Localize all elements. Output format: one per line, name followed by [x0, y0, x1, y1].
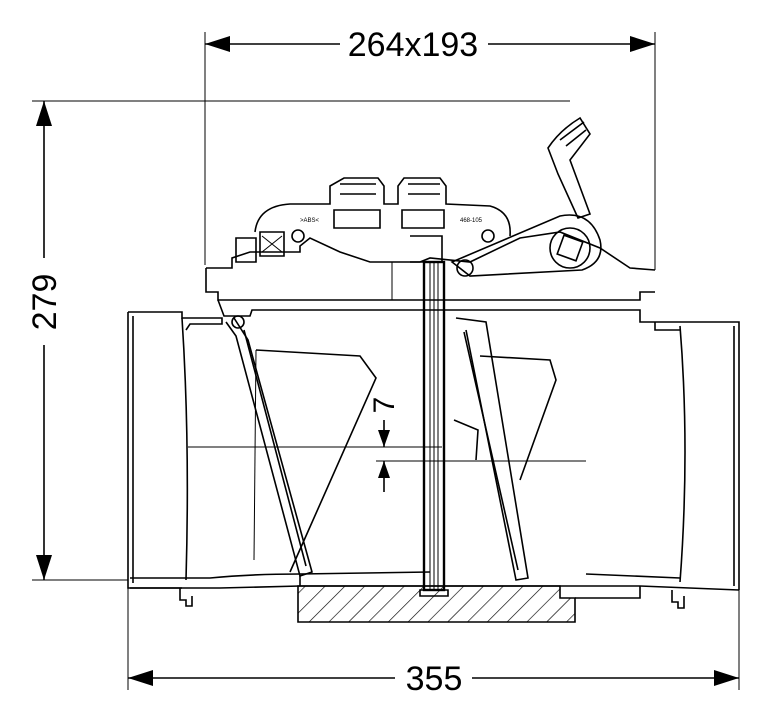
arrowhead-right: [630, 36, 655, 52]
lug-grips: [340, 183, 440, 195]
dimension-top-width: 264x193: [204, 26, 656, 270]
left-flap-inner: [243, 329, 307, 567]
dimension-label-top-width: 264x193: [348, 26, 478, 64]
dimension-bottom-width: 355: [127, 588, 740, 698]
arrowhead-bottom: [36, 555, 52, 580]
flap-left: [225, 315, 377, 578]
offset-arrow-bottom: [378, 461, 390, 478]
arrowhead-right-bottom: [714, 670, 739, 686]
lever-hub-square: [556, 234, 584, 262]
lever-pivot: [456, 259, 474, 277]
left-plug: [259, 231, 285, 257]
right-foot: [671, 590, 685, 609]
arrowhead-left-bottom: [128, 670, 153, 686]
base-right-step: [575, 586, 641, 599]
arrowhead-left: [205, 36, 230, 52]
left-foot: [179, 588, 193, 607]
left-cap: [235, 237, 257, 263]
flap-right: [453, 317, 557, 581]
left-spigot-outline: [127, 312, 182, 589]
cover-outline: [254, 177, 511, 237]
right-socket-step: [654, 322, 680, 331]
right-spigot-outline: [655, 321, 740, 590]
base-section: [297, 585, 576, 623]
lever-hub: [549, 227, 591, 269]
left-plug-hatch: [261, 235, 283, 253]
centre-gate: [419, 260, 449, 597]
interior-lines: [253, 262, 393, 561]
top-housing: >ABS< 468-105: [205, 177, 656, 323]
right-cover-bolt: [481, 229, 495, 243]
pipe-bottom-inner: [130, 571, 431, 579]
housing-flange: [217, 299, 655, 323]
gate-foot: [419, 589, 449, 597]
right-bottom-inner: [585, 573, 681, 579]
hatched-base: [297, 576, 641, 623]
cover-mark-right: 468-105: [460, 218, 483, 224]
right-lug-window: [401, 209, 445, 229]
dimension-label-offset: 7: [368, 397, 401, 414]
lever-arm: [450, 214, 602, 277]
pipe-body: [127, 311, 740, 609]
right-flap-inner: [463, 331, 519, 571]
right-flap-tab: [453, 419, 479, 461]
dimension-offset: 7: [188, 397, 586, 492]
arrowhead-top: [36, 101, 52, 126]
housing-top-edge: [206, 231, 656, 271]
handle-grip: [559, 121, 587, 147]
left-spigot-top: [128, 311, 223, 331]
cover-mark-left: >ABS<: [300, 218, 320, 224]
left-cover-bolt: [291, 229, 305, 243]
dimension-label-bottom-width: 355: [406, 660, 463, 698]
right-socket-curve: [679, 325, 686, 583]
dimension-label-height: 279: [26, 274, 64, 331]
interior-left-edge: [253, 349, 257, 561]
left-flap-body: [255, 349, 377, 573]
lever-assembly: [450, 116, 602, 277]
right-flap-outline: [455, 317, 529, 581]
right-flap-body: [479, 355, 557, 481]
offset-arrow-top: [378, 430, 390, 447]
left-socket-curve: [181, 317, 189, 581]
left-flap-hinge: [231, 315, 245, 329]
dimension-height: 279: [26, 100, 570, 581]
manual-handle: [547, 116, 592, 219]
left-lug-window: [333, 209, 381, 229]
